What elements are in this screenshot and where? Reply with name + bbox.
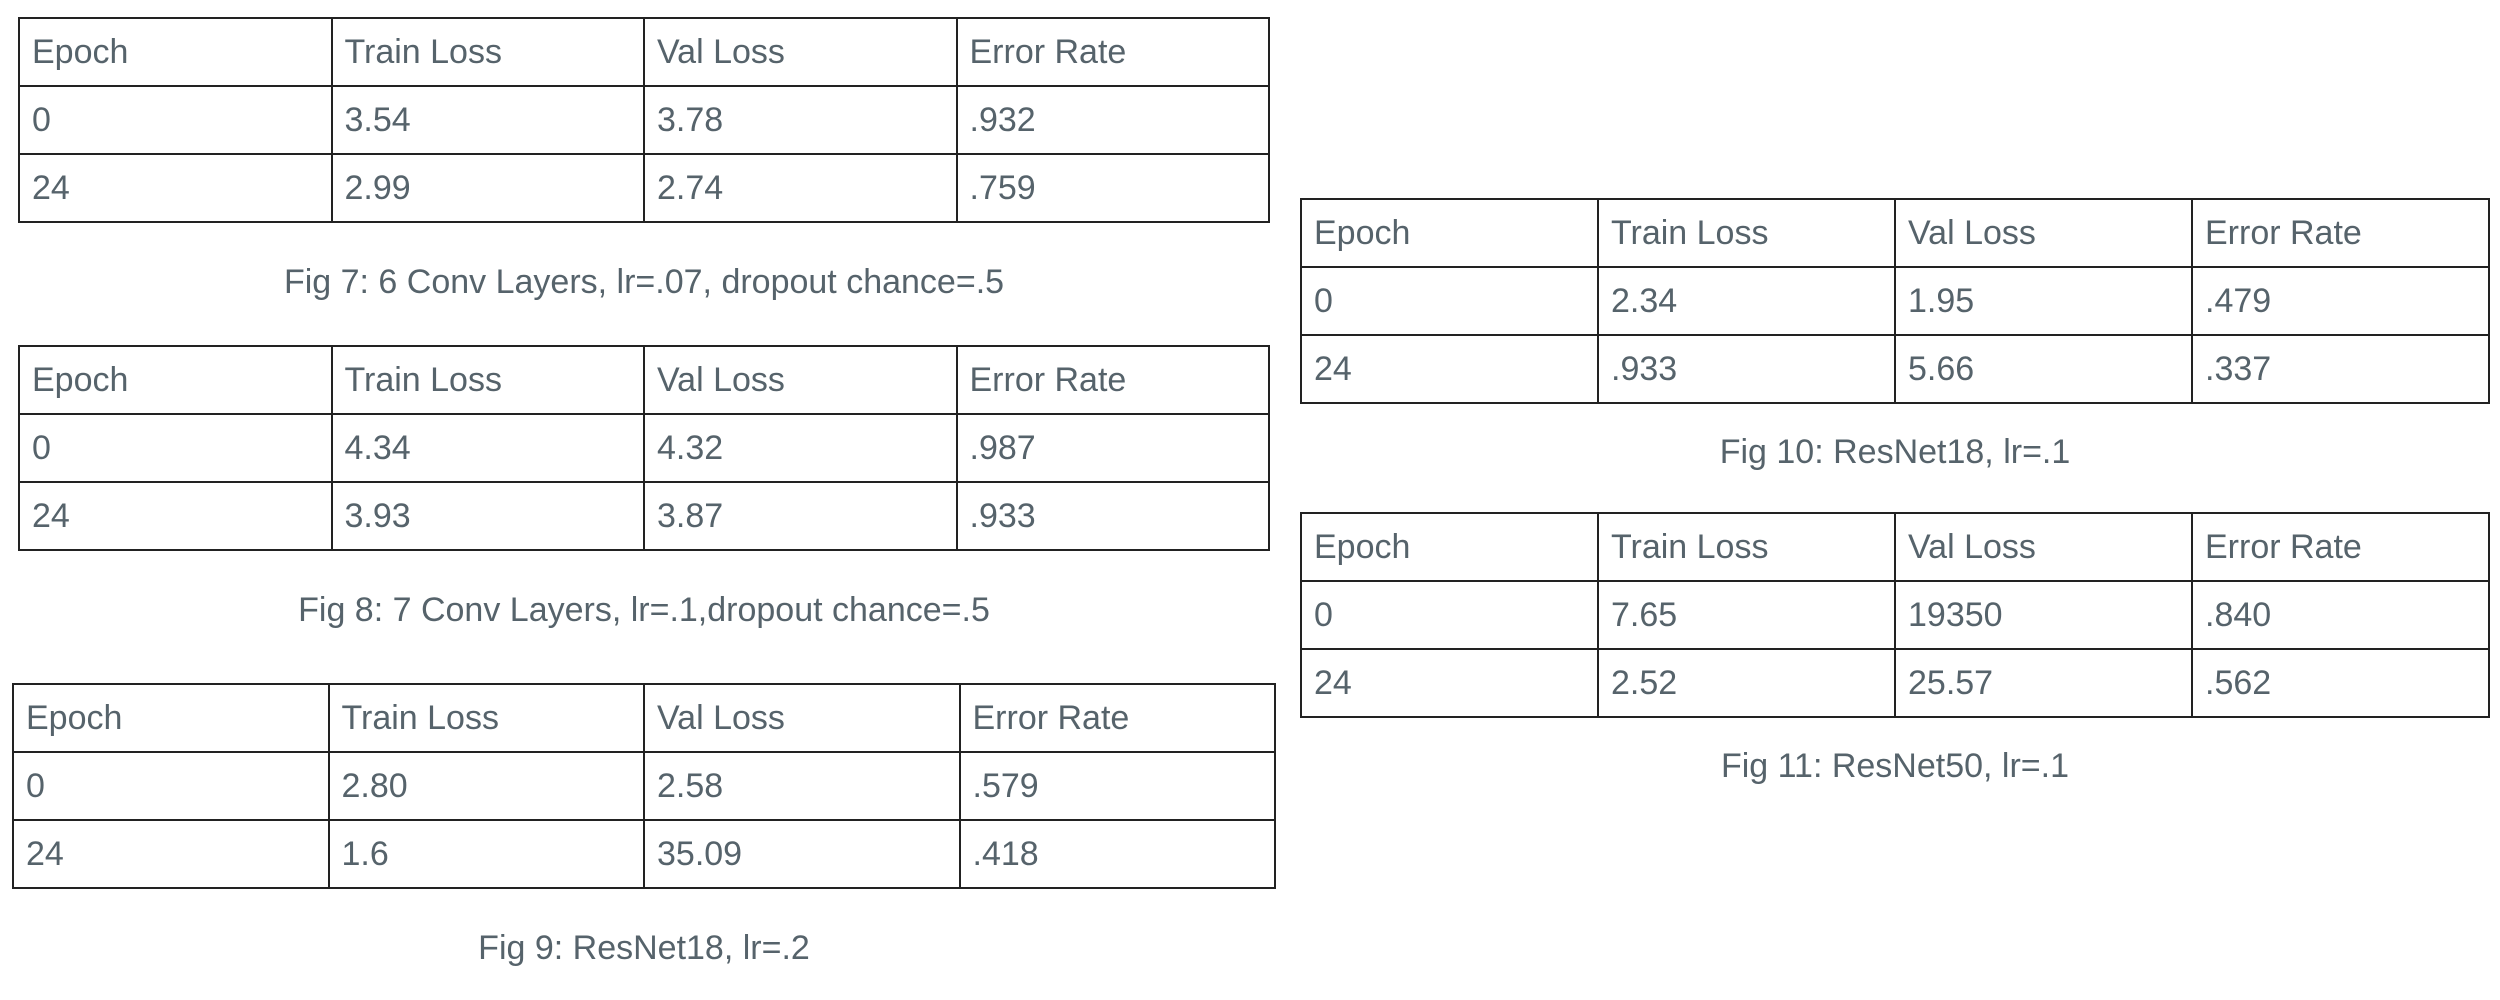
figure-8: Epoch Train Loss Val Loss Error Rate 0 4… xyxy=(18,345,1270,629)
table-cell: 1.95 xyxy=(1894,266,2193,336)
table-row: 0 4.34 4.32 .987 xyxy=(18,413,1270,483)
header-cell: Val Loss xyxy=(643,345,958,415)
table-cell: 2.52 xyxy=(1597,648,1896,718)
header-cell: Epoch xyxy=(18,345,333,415)
table-row: 0 2.80 2.58 .579 xyxy=(12,751,1276,821)
figure-9: Epoch Train Loss Val Loss Error Rate 0 2… xyxy=(12,683,1276,967)
figure-caption: Fig 7: 6 Conv Layers, lr=.07, dropout ch… xyxy=(283,263,1005,301)
table-cell: 2.34 xyxy=(1597,266,1896,336)
table-cell: 3.93 xyxy=(330,481,645,551)
table-row: 24 2.52 25.57 .562 xyxy=(1300,648,2490,718)
table-cell: 19350 xyxy=(1894,580,2193,650)
table-cell: 2.80 xyxy=(327,751,645,821)
table-cell: .840 xyxy=(2191,580,2490,650)
results-table: Epoch Train Loss Val Loss Error Rate 0 2… xyxy=(12,683,1276,889)
table-cell: 24 xyxy=(18,153,333,223)
figure-11: Epoch Train Loss Val Loss Error Rate 0 7… xyxy=(1300,512,2490,785)
table-header-row: Epoch Train Loss Val Loss Error Rate xyxy=(18,345,1270,415)
table-cell: .933 xyxy=(1597,334,1896,404)
table-header-row: Epoch Train Loss Val Loss Error Rate xyxy=(1300,512,2490,582)
table-row: 0 3.54 3.78 .932 xyxy=(18,85,1270,155)
table-row: 24 1.6 35.09 .418 xyxy=(12,819,1276,889)
table-header-row: Epoch Train Loss Val Loss Error Rate xyxy=(1300,198,2490,268)
table-cell: .479 xyxy=(2191,266,2490,336)
table-cell: 2.99 xyxy=(330,153,645,223)
table-header-row: Epoch Train Loss Val Loss Error Rate xyxy=(18,17,1270,87)
table-cell: .933 xyxy=(955,481,1270,551)
table-cell: 3.87 xyxy=(643,481,958,551)
header-cell: Val Loss xyxy=(1894,512,2193,582)
table-cell: .418 xyxy=(958,819,1276,889)
header-cell: Train Loss xyxy=(330,345,645,415)
results-table: Epoch Train Loss Val Loss Error Rate 0 4… xyxy=(18,345,1270,551)
header-cell: Train Loss xyxy=(1597,512,1896,582)
table-row: 0 2.34 1.95 .479 xyxy=(1300,266,2490,336)
header-cell: Error Rate xyxy=(955,17,1270,87)
results-table: Epoch Train Loss Val Loss Error Rate 0 7… xyxy=(1300,512,2490,718)
table-cell: 1.6 xyxy=(327,819,645,889)
table-header-row: Epoch Train Loss Val Loss Error Rate xyxy=(12,683,1276,753)
header-cell: Error Rate xyxy=(2191,198,2490,268)
figure-10: Epoch Train Loss Val Loss Error Rate 0 2… xyxy=(1300,198,2490,471)
table-cell: 24 xyxy=(1300,334,1599,404)
header-cell: Error Rate xyxy=(955,345,1270,415)
header-cell: Val Loss xyxy=(643,683,961,753)
table-row: 24 .933 5.66 .337 xyxy=(1300,334,2490,404)
header-cell: Train Loss xyxy=(330,17,645,87)
table-cell: 24 xyxy=(18,481,333,551)
table-cell: 0 xyxy=(12,751,330,821)
table-cell: .932 xyxy=(955,85,1270,155)
table-cell: 0 xyxy=(1300,580,1599,650)
table-row: 24 3.93 3.87 .933 xyxy=(18,481,1270,551)
table-cell: 2.74 xyxy=(643,153,958,223)
header-cell: Val Loss xyxy=(1894,198,2193,268)
figure-7: Epoch Train Loss Val Loss Error Rate 0 3… xyxy=(18,17,1270,301)
results-table: Epoch Train Loss Val Loss Error Rate 0 2… xyxy=(1300,198,2490,404)
table-cell: 0 xyxy=(18,85,333,155)
table-cell: 4.34 xyxy=(330,413,645,483)
table-cell: 0 xyxy=(1300,266,1599,336)
header-cell: Error Rate xyxy=(958,683,1276,753)
header-cell: Train Loss xyxy=(1597,198,1896,268)
header-cell: Epoch xyxy=(18,17,333,87)
table-cell: 24 xyxy=(1300,648,1599,718)
header-cell: Val Loss xyxy=(643,17,958,87)
table-cell: 24 xyxy=(12,819,330,889)
header-cell: Epoch xyxy=(1300,198,1599,268)
table-cell: 5.66 xyxy=(1894,334,2193,404)
header-cell: Train Loss xyxy=(327,683,645,753)
header-cell: Epoch xyxy=(1300,512,1599,582)
table-cell: 3.78 xyxy=(643,85,958,155)
table-cell: 7.65 xyxy=(1597,580,1896,650)
figure-caption: Fig 11: ResNet50, lr=.1 xyxy=(1720,747,2070,785)
table-cell: 25.57 xyxy=(1894,648,2193,718)
figure-caption: Fig 9: ResNet18, lr=.2 xyxy=(478,929,810,967)
figure-caption: Fig 8: 7 Conv Layers, lr=.1,dropout chan… xyxy=(298,591,990,629)
figure-caption: Fig 10: ResNet18, lr=.1 xyxy=(1719,433,2071,471)
table-cell: 2.58 xyxy=(643,751,961,821)
table-cell: .987 xyxy=(955,413,1270,483)
table-cell: .562 xyxy=(2191,648,2490,718)
table-cell: 0 xyxy=(18,413,333,483)
table-cell: .759 xyxy=(955,153,1270,223)
header-cell: Error Rate xyxy=(2191,512,2490,582)
table-row: 24 2.99 2.74 .759 xyxy=(18,153,1270,223)
table-cell: .579 xyxy=(958,751,1276,821)
table-cell: 35.09 xyxy=(643,819,961,889)
table-cell: .337 xyxy=(2191,334,2490,404)
header-cell: Epoch xyxy=(12,683,330,753)
table-row: 0 7.65 19350 .840 xyxy=(1300,580,2490,650)
table-cell: 4.32 xyxy=(643,413,958,483)
results-table: Epoch Train Loss Val Loss Error Rate 0 3… xyxy=(18,17,1270,223)
table-cell: 3.54 xyxy=(330,85,645,155)
